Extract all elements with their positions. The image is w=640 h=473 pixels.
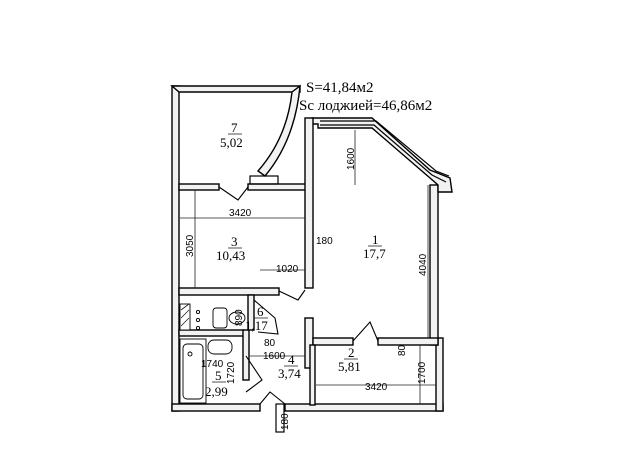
entrance-threshold bbox=[275, 403, 285, 433]
drain-icon bbox=[187, 351, 193, 357]
room-6-number: 6 bbox=[257, 304, 264, 319]
wall-room2-left bbox=[309, 344, 316, 406]
wall-right-outer-upper bbox=[429, 184, 439, 346]
bay-window-inner-line bbox=[320, 124, 447, 183]
room-2-number: 2 bbox=[348, 345, 355, 360]
room-5-area: 2,99 bbox=[205, 384, 228, 399]
dim-1020: 1020 bbox=[276, 264, 299, 275]
dim-180-mid: 180 bbox=[316, 236, 333, 247]
room-3-area: 10,43 bbox=[216, 248, 245, 263]
wall-bottom-outer-right bbox=[284, 403, 444, 412]
dim-1720: 1720 bbox=[226, 361, 237, 384]
room-7-area: 5,02 bbox=[220, 135, 243, 150]
room-4-area: 3,74 bbox=[278, 366, 301, 381]
room-6-area: 1,17 bbox=[245, 318, 268, 333]
dim-1600-hall: 1600 bbox=[263, 351, 286, 362]
wall-center-vertical bbox=[304, 117, 314, 289]
door-loggia bbox=[218, 186, 249, 201]
dim-4040: 4040 bbox=[418, 253, 429, 276]
room-1-area: 17,7 bbox=[363, 246, 386, 261]
wall-wc-bottom bbox=[178, 329, 245, 337]
door-entrance bbox=[259, 391, 286, 405]
wall-room3-bottom bbox=[178, 287, 280, 296]
bay-window-inner-line-2 bbox=[320, 120, 450, 177]
balcony-door-frame bbox=[249, 175, 279, 185]
dim-3420-room3: 3420 bbox=[229, 208, 252, 219]
door-room3 bbox=[278, 289, 306, 301]
wc-shelf-hatch bbox=[180, 303, 190, 327]
bathtub-inner bbox=[182, 343, 204, 400]
sink bbox=[207, 339, 233, 355]
wc-fixture-dot-2 bbox=[195, 317, 201, 323]
dim-1600-top: 1600 bbox=[346, 147, 357, 170]
room-4-number: 4 bbox=[288, 352, 295, 367]
dim-3420-room2: 3420 bbox=[365, 382, 388, 393]
dim-80-a: 80 bbox=[264, 338, 276, 349]
wall-loggia-bottom-right bbox=[247, 183, 313, 191]
wall-left-outer bbox=[171, 85, 180, 412]
room-3-number: 3 bbox=[231, 234, 238, 249]
wall-loggia-top bbox=[170, 85, 301, 93]
door-room1 bbox=[352, 320, 379, 342]
wall-right-outer-lower bbox=[435, 337, 444, 412]
dim-3050: 3050 bbox=[185, 234, 196, 257]
wall-room1-bottom bbox=[312, 337, 354, 346]
wall-loggia-bottom-left bbox=[178, 183, 220, 191]
room-1-number: 1 bbox=[372, 232, 379, 247]
wall-bottom-outer bbox=[171, 403, 261, 412]
dim-1740: 1740 bbox=[201, 359, 224, 370]
dim-180-bottom: 180 bbox=[280, 413, 291, 430]
area-with-loggia-label: Sc лоджией=46,86м2 bbox=[299, 98, 432, 114]
room-2-area: 5,81 bbox=[338, 359, 361, 374]
dim-1700: 1700 bbox=[417, 361, 428, 384]
wall-wc-right bbox=[247, 294, 255, 331]
wc-fixture-dot-1 bbox=[195, 309, 201, 315]
toilet-tank bbox=[212, 307, 228, 329]
room-5-number: 5 bbox=[215, 368, 222, 383]
wall-loggia-curve bbox=[256, 84, 301, 177]
toilet-bowl bbox=[228, 311, 246, 325]
room-7-number: 7 bbox=[231, 120, 238, 135]
wc-fixture-dot-3 bbox=[195, 325, 201, 331]
total-area-label: S=41,84м2 bbox=[306, 80, 374, 96]
door-wc bbox=[253, 299, 279, 335]
dim-890: 890 bbox=[234, 309, 245, 326]
wall-bath-right bbox=[242, 329, 250, 381]
wc-shelf bbox=[179, 303, 191, 331]
wall-bay-window bbox=[311, 117, 453, 193]
dim-80-b: 80 bbox=[397, 344, 408, 356]
wall-room1-bottom-right bbox=[377, 337, 439, 346]
door-bath bbox=[245, 355, 263, 393]
